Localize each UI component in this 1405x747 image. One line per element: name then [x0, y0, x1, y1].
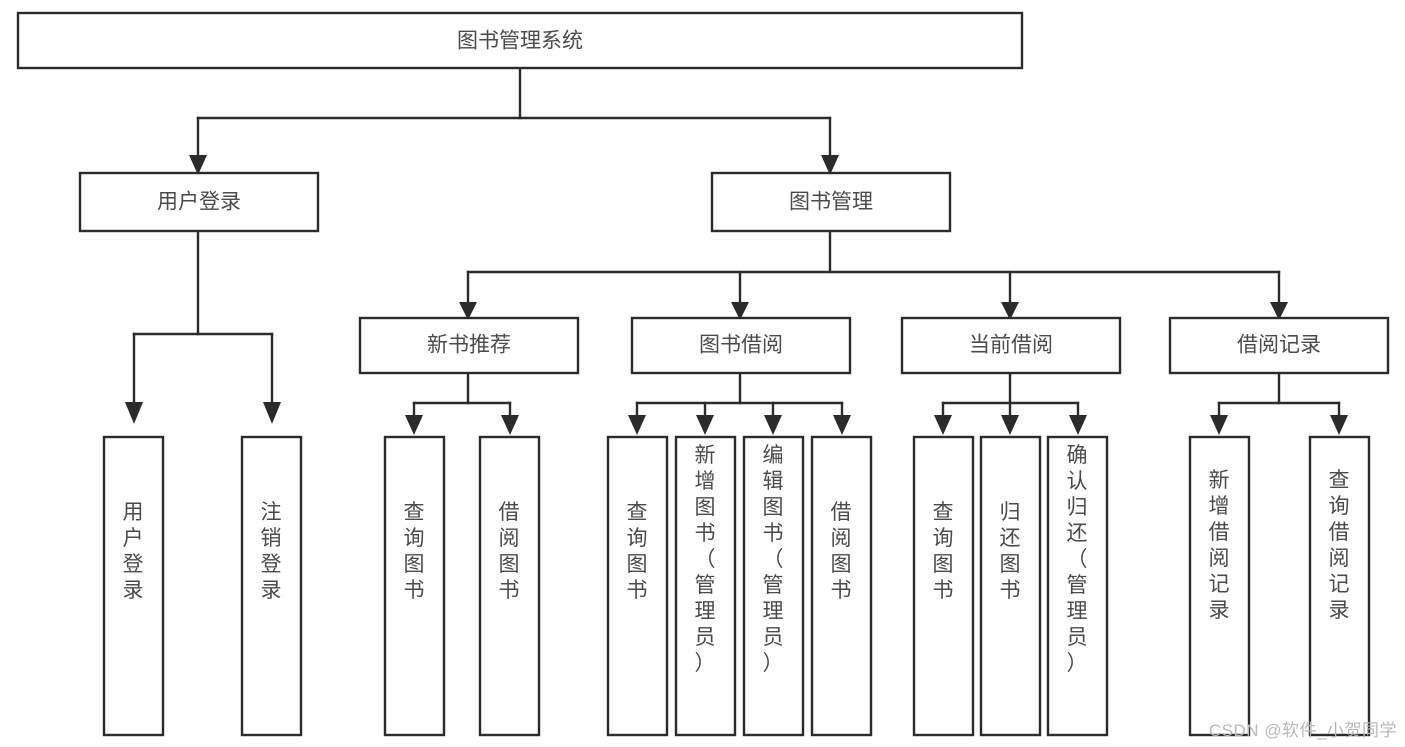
leaf-label-add-book-admin: 新增图书（管理员）: [695, 444, 716, 675]
connector-user-login-to-leaves: [125, 229, 281, 424]
node-new-book-recommend[interactable]: 新书推荐: [358, 316, 580, 375]
leaf-node-borrow-book[interactable]: 借阅图书: [810, 435, 873, 737]
leaf-label-add-borrow-record: 新增借阅记录: [1209, 469, 1230, 622]
node-current-borrow[interactable]: 当前借阅: [900, 316, 1122, 375]
connector-book-borrow-to-leaves: [628, 371, 851, 435]
connector-current-borrow-to-leaves: [934, 371, 1087, 435]
leaf-label-query-book-recommend: 查询图书: [404, 501, 425, 602]
leaf-label-user-login: 用户登录: [123, 501, 144, 602]
node-borrow-records[interactable]: 借阅记录: [1168, 316, 1390, 375]
node-book-management-label: 图书管理: [789, 191, 873, 214]
leaf-node-add-book-admin[interactable]: 新增图书（管理员）: [674, 435, 737, 737]
connector-layer: [125, 66, 1348, 435]
leaf-label-borrow-book-recommend: 借阅图书: [499, 501, 520, 602]
leaf-node-group: 用户登录 注销登录 查询图书 借阅图书 查询图书 新增图书（管理员）: [102, 435, 1371, 737]
leaf-node-logout[interactable]: 注销登录: [240, 435, 303, 737]
csdn-watermark: CSDN @软件_小贺同学: [1208, 721, 1397, 740]
leaf-label-query-book-current: 查询图书: [933, 501, 954, 602]
node-borrow-records-label: 借阅记录: [1237, 334, 1321, 357]
node-root-label: 图书管理系统: [457, 30, 583, 53]
leaf-node-return-book[interactable]: 归还图书: [979, 435, 1042, 737]
leaf-node-query-book-borrow[interactable]: 查询图书: [606, 435, 669, 737]
node-new-book-recommend-label: 新书推荐: [427, 334, 511, 357]
connector-root-to-level2: [189, 66, 839, 175]
leaf-label-query-borrow-record: 查询借阅记录: [1329, 469, 1350, 622]
leaf-label-confirm-return-admin: 确认归还（管理员）: [1067, 444, 1088, 675]
leaf-node-query-book-recommend[interactable]: 查询图书: [383, 435, 446, 737]
leaf-label-query-book-borrow: 查询图书: [627, 501, 648, 602]
connector-new-book-recommend-to-leaves: [405, 371, 519, 435]
leaf-node-borrow-book-recommend[interactable]: 借阅图书: [478, 435, 541, 737]
connector-borrow-records-to-leaves: [1210, 371, 1348, 435]
node-user-login-label: 用户登录: [157, 191, 241, 214]
node-book-borrow-label: 图书借阅: [699, 334, 783, 357]
leaf-node-query-borrow-record[interactable]: 查询借阅记录: [1308, 435, 1371, 737]
leaf-label-edit-book-admin: 编辑图书（管理员）: [763, 444, 784, 675]
leaf-node-add-borrow-record[interactable]: 新增借阅记录: [1188, 435, 1251, 737]
node-book-borrow[interactable]: 图书借阅: [630, 316, 852, 375]
node-user-login[interactable]: 用户登录: [78, 171, 320, 233]
leaf-node-query-book-current[interactable]: 查询图书: [912, 435, 975, 737]
leaf-node-user-login[interactable]: 用户登录: [102, 435, 165, 737]
node-book-management[interactable]: 图书管理: [710, 171, 952, 233]
leaf-label-logout: 注销登录: [261, 501, 282, 602]
leaf-label-borrow-book: 借阅图书: [831, 501, 852, 602]
leaf-node-confirm-return-admin[interactable]: 确认归还（管理员）: [1046, 435, 1109, 737]
node-root-system[interactable]: 图书管理系统: [16, 11, 1024, 70]
connector-book-management-to-level3: [459, 229, 1288, 320]
leaf-node-edit-book-admin[interactable]: 编辑图书（管理员）: [742, 435, 805, 737]
leaf-label-return-book: 归还图书: [1000, 501, 1021, 602]
node-current-borrow-label: 当前借阅: [969, 334, 1053, 357]
